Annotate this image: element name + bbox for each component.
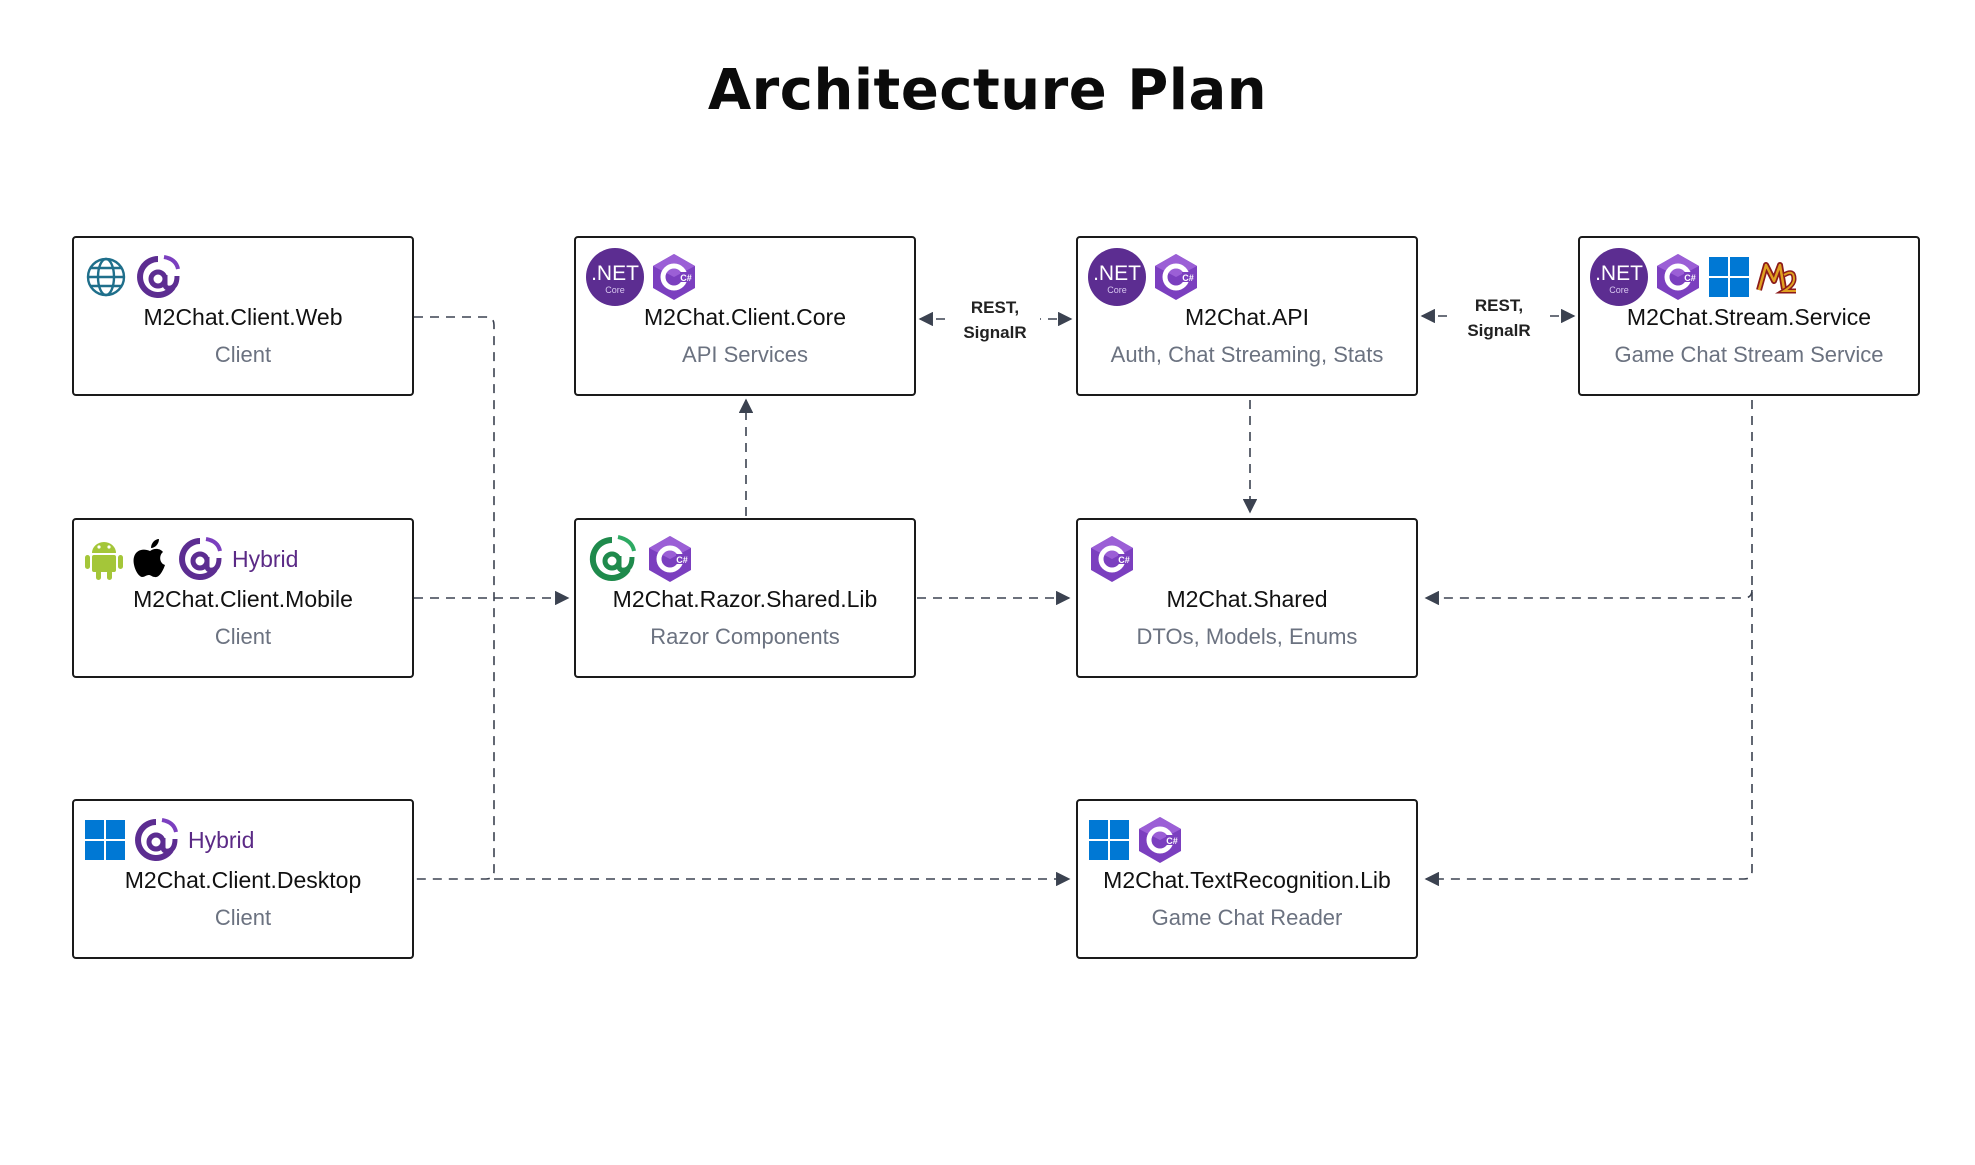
windows-icon bbox=[1088, 819, 1130, 861]
node-name: M2Chat.Stream.Service bbox=[1626, 304, 1872, 330]
edge-label-line: SignalR bbox=[1467, 321, 1531, 340]
node-name: M2Chat.API bbox=[1185, 304, 1309, 330]
csharp-icon: C# bbox=[1136, 815, 1184, 865]
csharp-icon: C# bbox=[1654, 252, 1702, 302]
node-client-core: .NET Core C# M2Chat.Client.Core API Serv… bbox=[574, 236, 916, 396]
blazor-icon bbox=[586, 534, 640, 584]
node-subtitle: Game Chat Reader bbox=[1151, 905, 1343, 930]
node-text-recognition-lib: C# M2Chat.TextRecognition.Lib Game Chat … bbox=[1076, 799, 1418, 959]
windows-icon bbox=[84, 819, 126, 861]
node-icons: .NET Core C# bbox=[1088, 246, 1200, 308]
svg-text:Core: Core bbox=[1107, 285, 1127, 295]
svg-text:C#: C# bbox=[680, 273, 692, 283]
svg-text:C#: C# bbox=[1182, 273, 1194, 283]
node-icons: C# bbox=[1088, 809, 1184, 871]
svg-text:C#: C# bbox=[1684, 273, 1696, 283]
m2-game-icon bbox=[1756, 257, 1798, 297]
node-name: M2Chat.Client.Core bbox=[644, 304, 846, 330]
node-name: M2Chat.Razor.Shared.Lib bbox=[612, 586, 878, 612]
node-icons: Hybrid bbox=[84, 809, 254, 871]
svg-text:.NET: .NET bbox=[591, 262, 639, 285]
svg-text:.NET: .NET bbox=[1093, 262, 1141, 285]
edge-label-line: SignalR bbox=[963, 323, 1027, 342]
node-client-desktop: Hybrid M2Chat.Client.Desktop Client bbox=[72, 799, 414, 959]
node-icons bbox=[84, 246, 182, 308]
blazor-icon bbox=[134, 253, 182, 301]
blazor-icon bbox=[132, 816, 180, 864]
dotnet-core-icon: .NET Core bbox=[1590, 248, 1648, 306]
node-shared: C# M2Chat.Shared DTOs, Models, Enums bbox=[1076, 518, 1418, 678]
node-icons: C# bbox=[1088, 528, 1136, 590]
node-icons: Hybrid bbox=[84, 528, 298, 590]
edge-label-core-api: REST, SignalR bbox=[950, 295, 1040, 345]
hybrid-badge: Hybrid bbox=[232, 545, 299, 572]
windows-icon bbox=[1708, 256, 1750, 298]
svg-text:.NET: .NET bbox=[1595, 262, 1643, 285]
edge-label-api-stream: REST, SignalR bbox=[1454, 293, 1544, 343]
svg-text:C#: C# bbox=[1166, 836, 1178, 846]
edge-stream-to-shared bbox=[1424, 589, 1753, 606]
svg-text:Core: Core bbox=[1609, 285, 1629, 295]
node-name: M2Chat.Shared bbox=[1166, 586, 1328, 612]
csharp-icon: C# bbox=[646, 534, 694, 584]
hybrid-badge: Hybrid bbox=[188, 826, 255, 853]
node-subtitle: Razor Components bbox=[650, 624, 840, 649]
node-icons: .NET Core C# bbox=[586, 246, 698, 308]
node-subtitle: Client bbox=[214, 624, 272, 649]
csharp-icon: C# bbox=[1088, 534, 1136, 584]
node-subtitle: DTOs, Models, Enums bbox=[1136, 624, 1358, 649]
edge-stream-down bbox=[1424, 400, 1753, 887]
node-api: .NET Core C# M2Chat.API Auth, Chat Strea… bbox=[1076, 236, 1418, 396]
diagram-title: Architecture Plan bbox=[707, 58, 1268, 123]
edge-label-line: REST, bbox=[1474, 296, 1524, 315]
node-name: M2Chat.Client.Web bbox=[143, 304, 343, 330]
node-razor-shared-lib: C# M2Chat.Razor.Shared.Lib Razor Compone… bbox=[574, 518, 916, 678]
blazor-icon bbox=[176, 535, 224, 583]
node-subtitle: Auth, Chat Streaming, Stats bbox=[1110, 342, 1384, 367]
node-name: M2Chat.Client.Mobile bbox=[133, 586, 353, 612]
node-name: M2Chat.TextRecognition.Lib bbox=[1103, 867, 1391, 893]
csharp-icon: C# bbox=[1152, 252, 1200, 302]
globe-icon bbox=[84, 255, 128, 299]
node-client-web: M2Chat.Client.Web Client bbox=[72, 236, 414, 396]
dotnet-core-icon: .NET Core bbox=[586, 248, 644, 306]
node-icons: .NET Core C# bbox=[1590, 246, 1798, 308]
csharp-icon: C# bbox=[650, 252, 698, 302]
node-client-mobile: Hybrid M2Chat.Client.Mobile Client bbox=[72, 518, 414, 678]
node-stream-service: .NET Core C# M2Chat.Stream.Service Game bbox=[1578, 236, 1920, 396]
edge-label-line: REST, bbox=[970, 298, 1020, 317]
dotnet-core-icon: .NET Core bbox=[1088, 248, 1146, 306]
node-name: M2Chat.Client.Desktop bbox=[124, 867, 362, 893]
node-subtitle: API Services bbox=[682, 342, 808, 367]
svg-text:Core: Core bbox=[605, 285, 625, 295]
node-icons: C# bbox=[586, 528, 694, 590]
node-subtitle: Game Chat Stream Service bbox=[1614, 342, 1884, 367]
android-icon bbox=[84, 537, 124, 581]
svg-text:C#: C# bbox=[676, 555, 688, 565]
apple-icon bbox=[130, 537, 170, 581]
node-subtitle: Client bbox=[214, 905, 272, 930]
svg-text:C#: C# bbox=[1118, 555, 1130, 565]
node-subtitle: Client bbox=[214, 342, 272, 367]
